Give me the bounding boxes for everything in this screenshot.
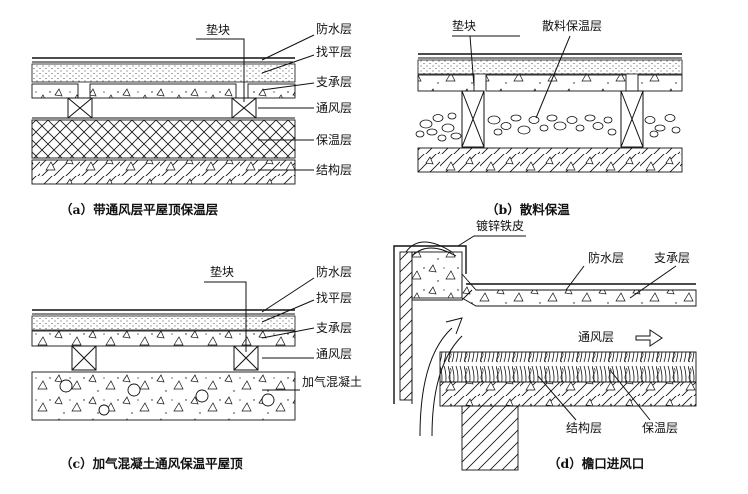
panel-a: 垫块 防水层 找平层 支承层 通风层 保温层 结构层 （a）带通风层平屋顶保温层 bbox=[31, 21, 352, 217]
a-label-support: 支承层 bbox=[316, 75, 352, 89]
b-leveling-layer bbox=[417, 59, 683, 75]
panel-d: 镀锌铁皮 防水层 支承层 通风层 结构层 保温层 （d）檐口进风口 bbox=[393, 219, 697, 471]
c-label-support: 支承层 bbox=[316, 321, 352, 335]
d-airflow-arrow bbox=[635, 329, 663, 347]
a-label-waterproof: 防水层 bbox=[316, 21, 352, 36]
panel-c: 垫块 防水层 找平层 支承层 通风层 加气混凝土 （c）加气混凝土通风保温平屋顶 bbox=[31, 264, 362, 471]
d-support-layer bbox=[461, 272, 697, 307]
b-label-loose: 散料保温层 bbox=[542, 18, 602, 33]
a-label-structure: 结构层 bbox=[316, 162, 352, 177]
a-label-ventilation: 通风层 bbox=[316, 101, 352, 115]
c-label-pad: 垫块 bbox=[210, 264, 234, 279]
a-structure-layer bbox=[31, 159, 296, 185]
d-label-galvanized: 镀锌铁皮 bbox=[476, 219, 524, 233]
a-label-pad: 垫块 bbox=[206, 22, 230, 37]
c-label-aerated: 加气混凝土 bbox=[302, 374, 362, 389]
b-caption: （b）散料保温 bbox=[486, 202, 570, 217]
d-label-structure: 结构层 bbox=[566, 420, 602, 435]
b-loose-insulation bbox=[415, 112, 681, 142]
b-label-pad: 垫块 bbox=[452, 18, 476, 33]
c-leveling-layer bbox=[31, 315, 296, 331]
d-label-support: 支承层 bbox=[654, 251, 690, 265]
b-structure-layer bbox=[417, 147, 683, 173]
c-label-leveling: 找平层 bbox=[316, 291, 352, 305]
d-label-waterproof: 防水层 bbox=[588, 250, 624, 265]
d-flashing bbox=[393, 245, 467, 404]
c-caption: （c）加气混凝土通风保温平屋顶 bbox=[60, 456, 243, 471]
c-label-waterproof: 防水层 bbox=[316, 264, 352, 279]
d-label-ventilation: 通风层 bbox=[578, 330, 614, 344]
d-structure-layer bbox=[439, 381, 697, 407]
d-caption: （d）檐口进风口 bbox=[548, 456, 644, 471]
d-insulation-layer bbox=[439, 351, 697, 383]
a-leveling-layer bbox=[31, 63, 296, 83]
d-column bbox=[461, 405, 519, 471]
c-label-ventilation: 通风层 bbox=[316, 347, 352, 361]
panel-b: 垫块 散料保温层 （b）散料保温 bbox=[415, 18, 683, 217]
a-support-slab-2 bbox=[89, 83, 237, 99]
d-label-insulation: 保温层 bbox=[642, 421, 678, 435]
c-support-layer bbox=[31, 330, 296, 347]
a-support-slab-1 bbox=[31, 83, 79, 99]
a-caption: （a）带通风层平屋顶保温层 bbox=[60, 202, 219, 217]
a-label-leveling: 找平层 bbox=[316, 45, 352, 59]
c-aerated-concrete bbox=[31, 371, 296, 421]
a-label-insulation: 保温层 bbox=[316, 133, 352, 147]
a-insulation-layer bbox=[31, 119, 296, 159]
